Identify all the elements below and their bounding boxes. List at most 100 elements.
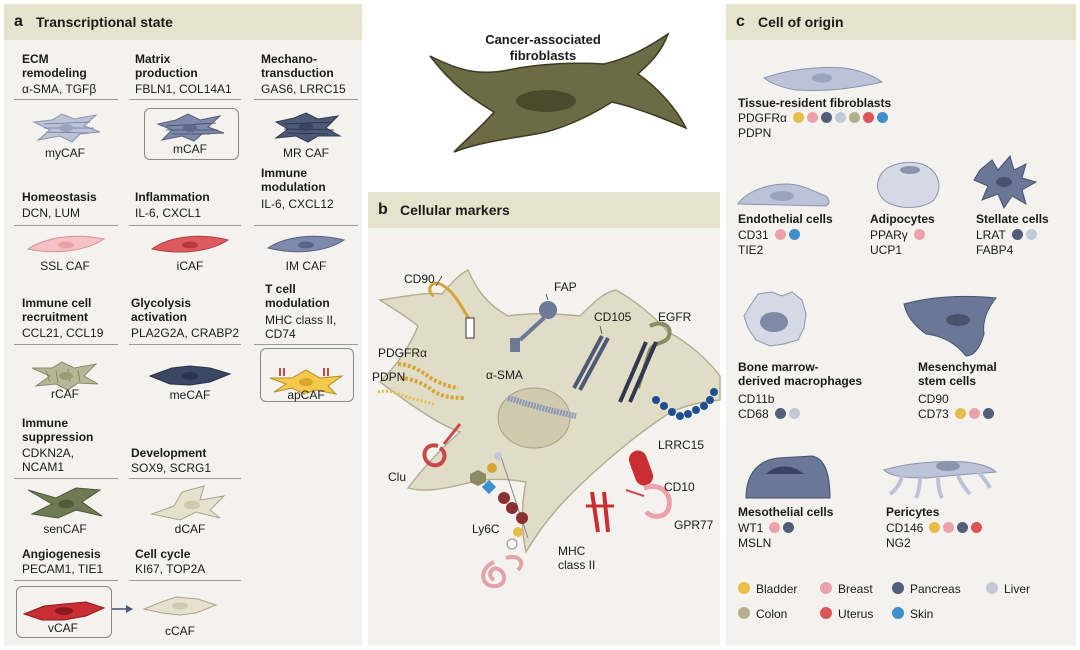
group-markers: DCN, LUM bbox=[22, 206, 81, 220]
origin-marker-label: PPARγ bbox=[870, 228, 908, 242]
legend-item: Colon bbox=[738, 607, 787, 621]
origin-marker: CD11b bbox=[738, 392, 774, 406]
mycaf-cell-icon bbox=[32, 113, 101, 143]
tissue-dot bbox=[913, 229, 925, 240]
pdpn-icon bbox=[377, 389, 435, 406]
tissue-dot bbox=[788, 229, 800, 240]
group-heading: Cell cycle bbox=[135, 547, 191, 561]
caf-label: cCAF bbox=[165, 624, 195, 638]
group-heading: Matrix production bbox=[135, 52, 198, 80]
origin-marker-label: MSLN bbox=[738, 536, 772, 550]
divider bbox=[254, 225, 358, 226]
divider bbox=[129, 99, 241, 100]
pericyte-icon bbox=[883, 460, 998, 499]
cell-name: Stellate cells bbox=[976, 212, 1049, 226]
panel-a-header: a Transcriptional state bbox=[4, 4, 362, 40]
group-markers: IL-6, CXCL1 bbox=[135, 206, 202, 220]
origin-marker-label: UCP1 bbox=[870, 243, 903, 257]
origin-marker-label: CD146 bbox=[886, 521, 924, 535]
legend-item: Pancreas bbox=[892, 582, 961, 596]
cd90-icon bbox=[428, 281, 475, 339]
legend-label: Bladder bbox=[756, 582, 798, 596]
stellate-cell-icon bbox=[973, 154, 1038, 210]
divider bbox=[129, 225, 241, 226]
tissue-dot bbox=[876, 112, 888, 123]
mesenchymal-stem-cell-icon bbox=[903, 295, 997, 357]
marker-label: FAP bbox=[554, 280, 577, 294]
caf-label: dCAF bbox=[174, 522, 206, 536]
group-heading: Immune cell recruitment bbox=[22, 296, 92, 324]
tissue-dot bbox=[788, 408, 800, 419]
divider bbox=[14, 344, 118, 345]
legend-item: Liver bbox=[986, 582, 1030, 596]
marker-label: CD10 bbox=[664, 480, 695, 494]
legend-dot bbox=[892, 582, 904, 594]
caf-label: MR CAF bbox=[283, 146, 329, 160]
gpr77-icon bbox=[625, 484, 672, 519]
origin-marker: LRAT bbox=[976, 228, 1037, 242]
group-heading: Inflammation bbox=[135, 190, 210, 204]
origin-marker: PDGFRα bbox=[738, 111, 888, 125]
rcaf-cell-icon bbox=[31, 361, 99, 391]
divider bbox=[129, 478, 241, 479]
legend-label: Breast bbox=[838, 582, 873, 596]
tissue-dot bbox=[769, 522, 781, 533]
tissue-dot bbox=[806, 112, 818, 123]
origin-marker: UCP1 bbox=[870, 243, 902, 257]
icaf-cell-icon bbox=[150, 235, 230, 253]
cell-name: Adipocytes bbox=[870, 212, 935, 226]
tissue-dot bbox=[792, 112, 804, 123]
central-caf-cell-icon bbox=[429, 32, 688, 153]
group-markers: CCL21, CCL19 bbox=[22, 326, 104, 340]
origin-marker-label: TIE2 bbox=[738, 243, 764, 257]
legend-dot bbox=[820, 607, 832, 619]
ly6c-icon bbox=[470, 452, 529, 589]
marker-label: CD105 bbox=[594, 310, 632, 324]
panel-title: Transcriptional state bbox=[36, 14, 173, 30]
group-markers: α-SMA, TGFβ bbox=[22, 82, 97, 96]
legend-dot bbox=[986, 582, 998, 594]
tissue-dots bbox=[772, 407, 800, 421]
tissue-dots bbox=[766, 521, 795, 535]
caf-label: senCAF bbox=[43, 522, 87, 536]
legend-item: Uterus bbox=[820, 607, 873, 621]
origin-marker-label: PDPN bbox=[738, 126, 772, 140]
legend-item: Bladder bbox=[738, 582, 797, 596]
caf-label: apCAF bbox=[287, 388, 325, 402]
group-heading: Glycolysis activation bbox=[131, 296, 192, 324]
origin-marker: CD146 bbox=[886, 521, 983, 535]
tissue-dot bbox=[848, 112, 860, 123]
tissue-dot bbox=[968, 408, 980, 419]
group-heading: Development bbox=[131, 446, 207, 460]
caf-label: iCAF bbox=[176, 259, 204, 273]
panel-title: Cellular markers bbox=[400, 202, 510, 218]
caf-label: vCAF bbox=[48, 621, 78, 635]
origin-marker: CD31 bbox=[738, 228, 800, 242]
marker-label: α-SMA bbox=[486, 368, 523, 382]
cd10-icon bbox=[628, 450, 654, 486]
dcaf-cell-icon bbox=[150, 485, 226, 521]
cell-name: Mesothelial cells bbox=[738, 505, 834, 519]
cell-name: Mesenchymal stem cells bbox=[918, 360, 997, 388]
central-caf: Cancer-associated fibroblasts bbox=[368, 4, 720, 184]
ccaf-cell-icon bbox=[142, 596, 218, 616]
tissue-dot bbox=[834, 112, 846, 123]
tissue-dots bbox=[772, 228, 800, 242]
group-heading: Immune modulation bbox=[261, 166, 326, 194]
alpha-sma-icon bbox=[507, 395, 577, 419]
tissue-dot bbox=[1011, 229, 1023, 240]
legend-label: Pancreas bbox=[910, 582, 961, 596]
divider bbox=[254, 99, 358, 100]
caf-label: rCAF bbox=[51, 387, 79, 401]
fap-icon bbox=[510, 301, 557, 352]
panel-b: b Cellular markers bbox=[368, 192, 721, 646]
group-heading: Angiogenesis bbox=[22, 547, 101, 561]
panel-letter: a bbox=[14, 13, 23, 30]
legend-item: Skin bbox=[892, 607, 933, 621]
legend-dot bbox=[820, 582, 832, 594]
egfr-icon bbox=[618, 321, 672, 403]
marker-label: LRRC15 bbox=[658, 438, 705, 452]
panel-letter: b bbox=[378, 201, 388, 218]
panel-c: c Cell of origin Tissue-resident fibrobl… bbox=[726, 4, 1076, 646]
legend-label: Skin bbox=[910, 607, 934, 621]
